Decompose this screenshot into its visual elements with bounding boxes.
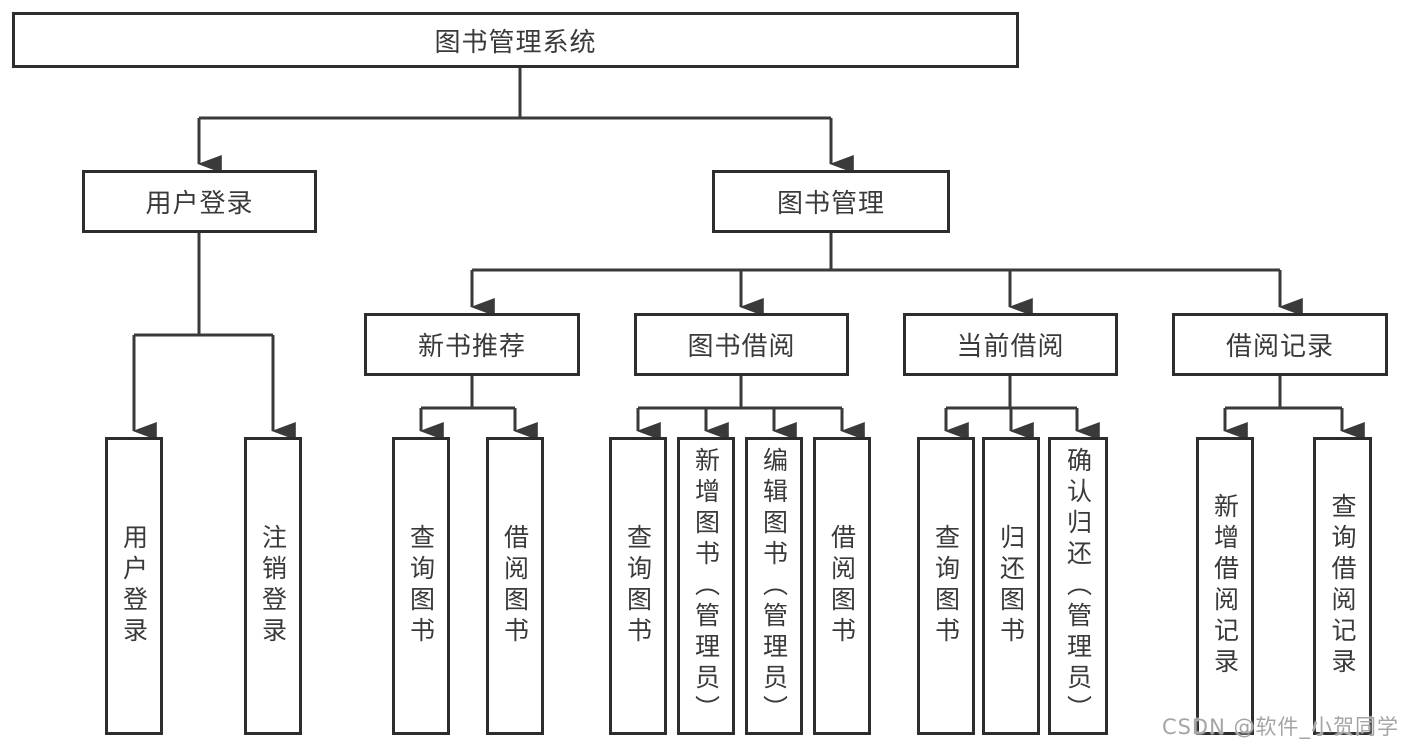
- leaf-logout-label: 注销登录: [258, 524, 288, 648]
- leaf-logout: 注销登录: [244, 437, 302, 735]
- node-library-system-label: 图书管理系统: [434, 27, 597, 58]
- node-library-system: 图书管理系统: [12, 12, 1019, 68]
- leaf-query-borrow-record-label: 查询借阅记录: [1328, 493, 1357, 679]
- leaf-borrow-books-label: 借阅图书: [827, 524, 857, 648]
- leaf-add-borrow-record-label: 新增借阅记录: [1210, 493, 1240, 679]
- connector-borrow-records-children: [1223, 376, 1365, 440]
- connector-book-management-children: [470, 233, 1303, 316]
- leaf-query-books-borrow-label: 查询图书: [623, 524, 653, 648]
- node-new-book-recommend-label: 新书推荐: [417, 332, 526, 362]
- leaf-query-books-recommend: 查询图书: [392, 437, 450, 735]
- leaf-confirm-return-admin-label: 确认归还（管理员）: [1063, 446, 1093, 726]
- leaf-borrow-books: 借阅图书: [813, 437, 871, 735]
- node-book-management-label: 图书管理: [776, 189, 885, 219]
- watermark: CSDN @软件_小贺同学: [1161, 715, 1399, 739]
- leaf-return-books-label: 归还图书: [996, 524, 1026, 648]
- leaf-user-login-label: 用户登录: [119, 524, 149, 648]
- node-user-login-label: 用户登录: [145, 189, 254, 219]
- connector-book-borrow-children: [636, 376, 865, 440]
- leaf-user-login: 用户登录: [105, 437, 163, 735]
- leaf-borrow-books-recommend: 借阅图书: [486, 437, 544, 735]
- leaf-borrow-books-recommend-label: 借阅图书: [500, 524, 530, 648]
- connector-new-book-recommend-children: [419, 376, 538, 440]
- node-book-borrow-label: 图书借阅: [687, 332, 796, 362]
- node-borrow-records-label: 借阅记录: [1225, 332, 1334, 362]
- node-new-book-recommend: 新书推荐: [364, 313, 580, 376]
- leaf-return-books: 归还图书: [982, 437, 1040, 735]
- leaf-query-borrow-record: 查询借阅记录: [1313, 437, 1372, 735]
- node-book-management: 图书管理: [712, 170, 950, 233]
- leaf-edit-books-admin: 编辑图书（管理员）: [745, 437, 803, 735]
- connector-root-to-level2: [197, 68, 854, 173]
- node-borrow-records: 借阅记录: [1172, 313, 1388, 376]
- node-book-borrow: 图书借阅: [634, 313, 849, 376]
- node-user-login: 用户登录: [82, 170, 317, 233]
- leaf-query-books-recommend-label: 查询图书: [406, 524, 436, 648]
- leaf-add-books-admin: 新增图书（管理员）: [677, 437, 735, 735]
- leaf-edit-books-admin-label: 编辑图书（管理员）: [759, 446, 789, 726]
- leaf-confirm-return-admin: 确认归还（管理员）: [1048, 437, 1108, 735]
- leaf-add-borrow-record: 新增借阅记录: [1196, 437, 1254, 735]
- leaf-query-books-borrow: 查询图书: [609, 437, 667, 735]
- connector-user-login-children: [132, 233, 296, 440]
- node-current-borrow: 当前借阅: [903, 313, 1118, 376]
- leaf-query-books-current-label: 查询图书: [931, 524, 961, 648]
- leaf-add-books-admin-label: 新增图书（管理员）: [691, 446, 721, 726]
- node-current-borrow-label: 当前借阅: [956, 332, 1065, 362]
- leaf-query-books-current: 查询图书: [917, 437, 975, 735]
- connector-current-borrow-children: [944, 376, 1100, 440]
